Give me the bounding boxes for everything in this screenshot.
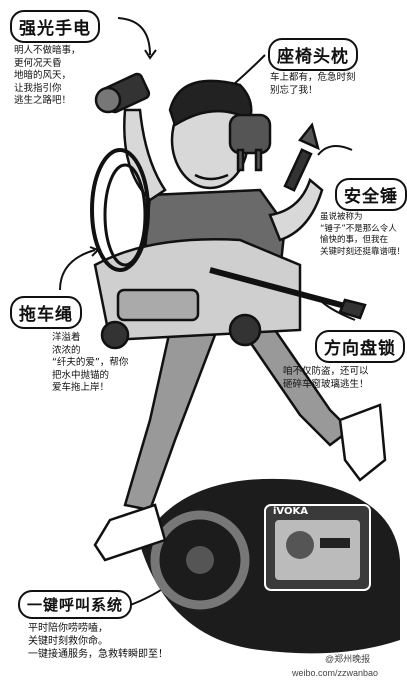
watermark-url: weibo.com/zzwanbao <box>292 668 379 678</box>
headrest-note: 车上都有，危急时刻 别忘了我！ <box>270 72 356 96</box>
screen-brand: iVOKA <box>273 506 308 517</box>
flashlight-note: 明人不做暗事， 更何况天昏 地暗的风天， 让我指引你 逃生之路吧！ <box>14 45 81 106</box>
steering-lock-note: 咱不仅防盗，还可以 砸碎车窗玻璃逃生！ <box>283 366 369 390</box>
one-key-call-title: 一键呼叫系统 <box>18 590 133 619</box>
hammer-note: 虽说被称为 “锤子”不是那么令人 愉快的事，但我在 关键时刻还挺靠谱哦！ <box>320 212 406 257</box>
steering-lock-title: 方向盘锁 <box>315 330 405 363</box>
dashboard-inset <box>140 478 400 654</box>
tow-rope-title: 拖车绳 <box>10 296 82 329</box>
one-key-call-note: 平时陪你唠唠嗑， 关键时刻救你命。 一键接通服务，急救转瞬即至！ <box>28 623 168 660</box>
tow-rope-note: 洋溢着 浓浓的 “纤夫的爱”，帮你 把水中抛锚的 爱车拖上岸！ <box>52 332 129 393</box>
flashlight-title: 强光手电 <box>10 10 100 43</box>
hammer-title: 安全锤 <box>335 178 407 211</box>
character <box>90 72 387 562</box>
headrest-title: 座椅头枕 <box>268 38 358 71</box>
watermark-account: @郑州晚报 <box>325 654 371 664</box>
